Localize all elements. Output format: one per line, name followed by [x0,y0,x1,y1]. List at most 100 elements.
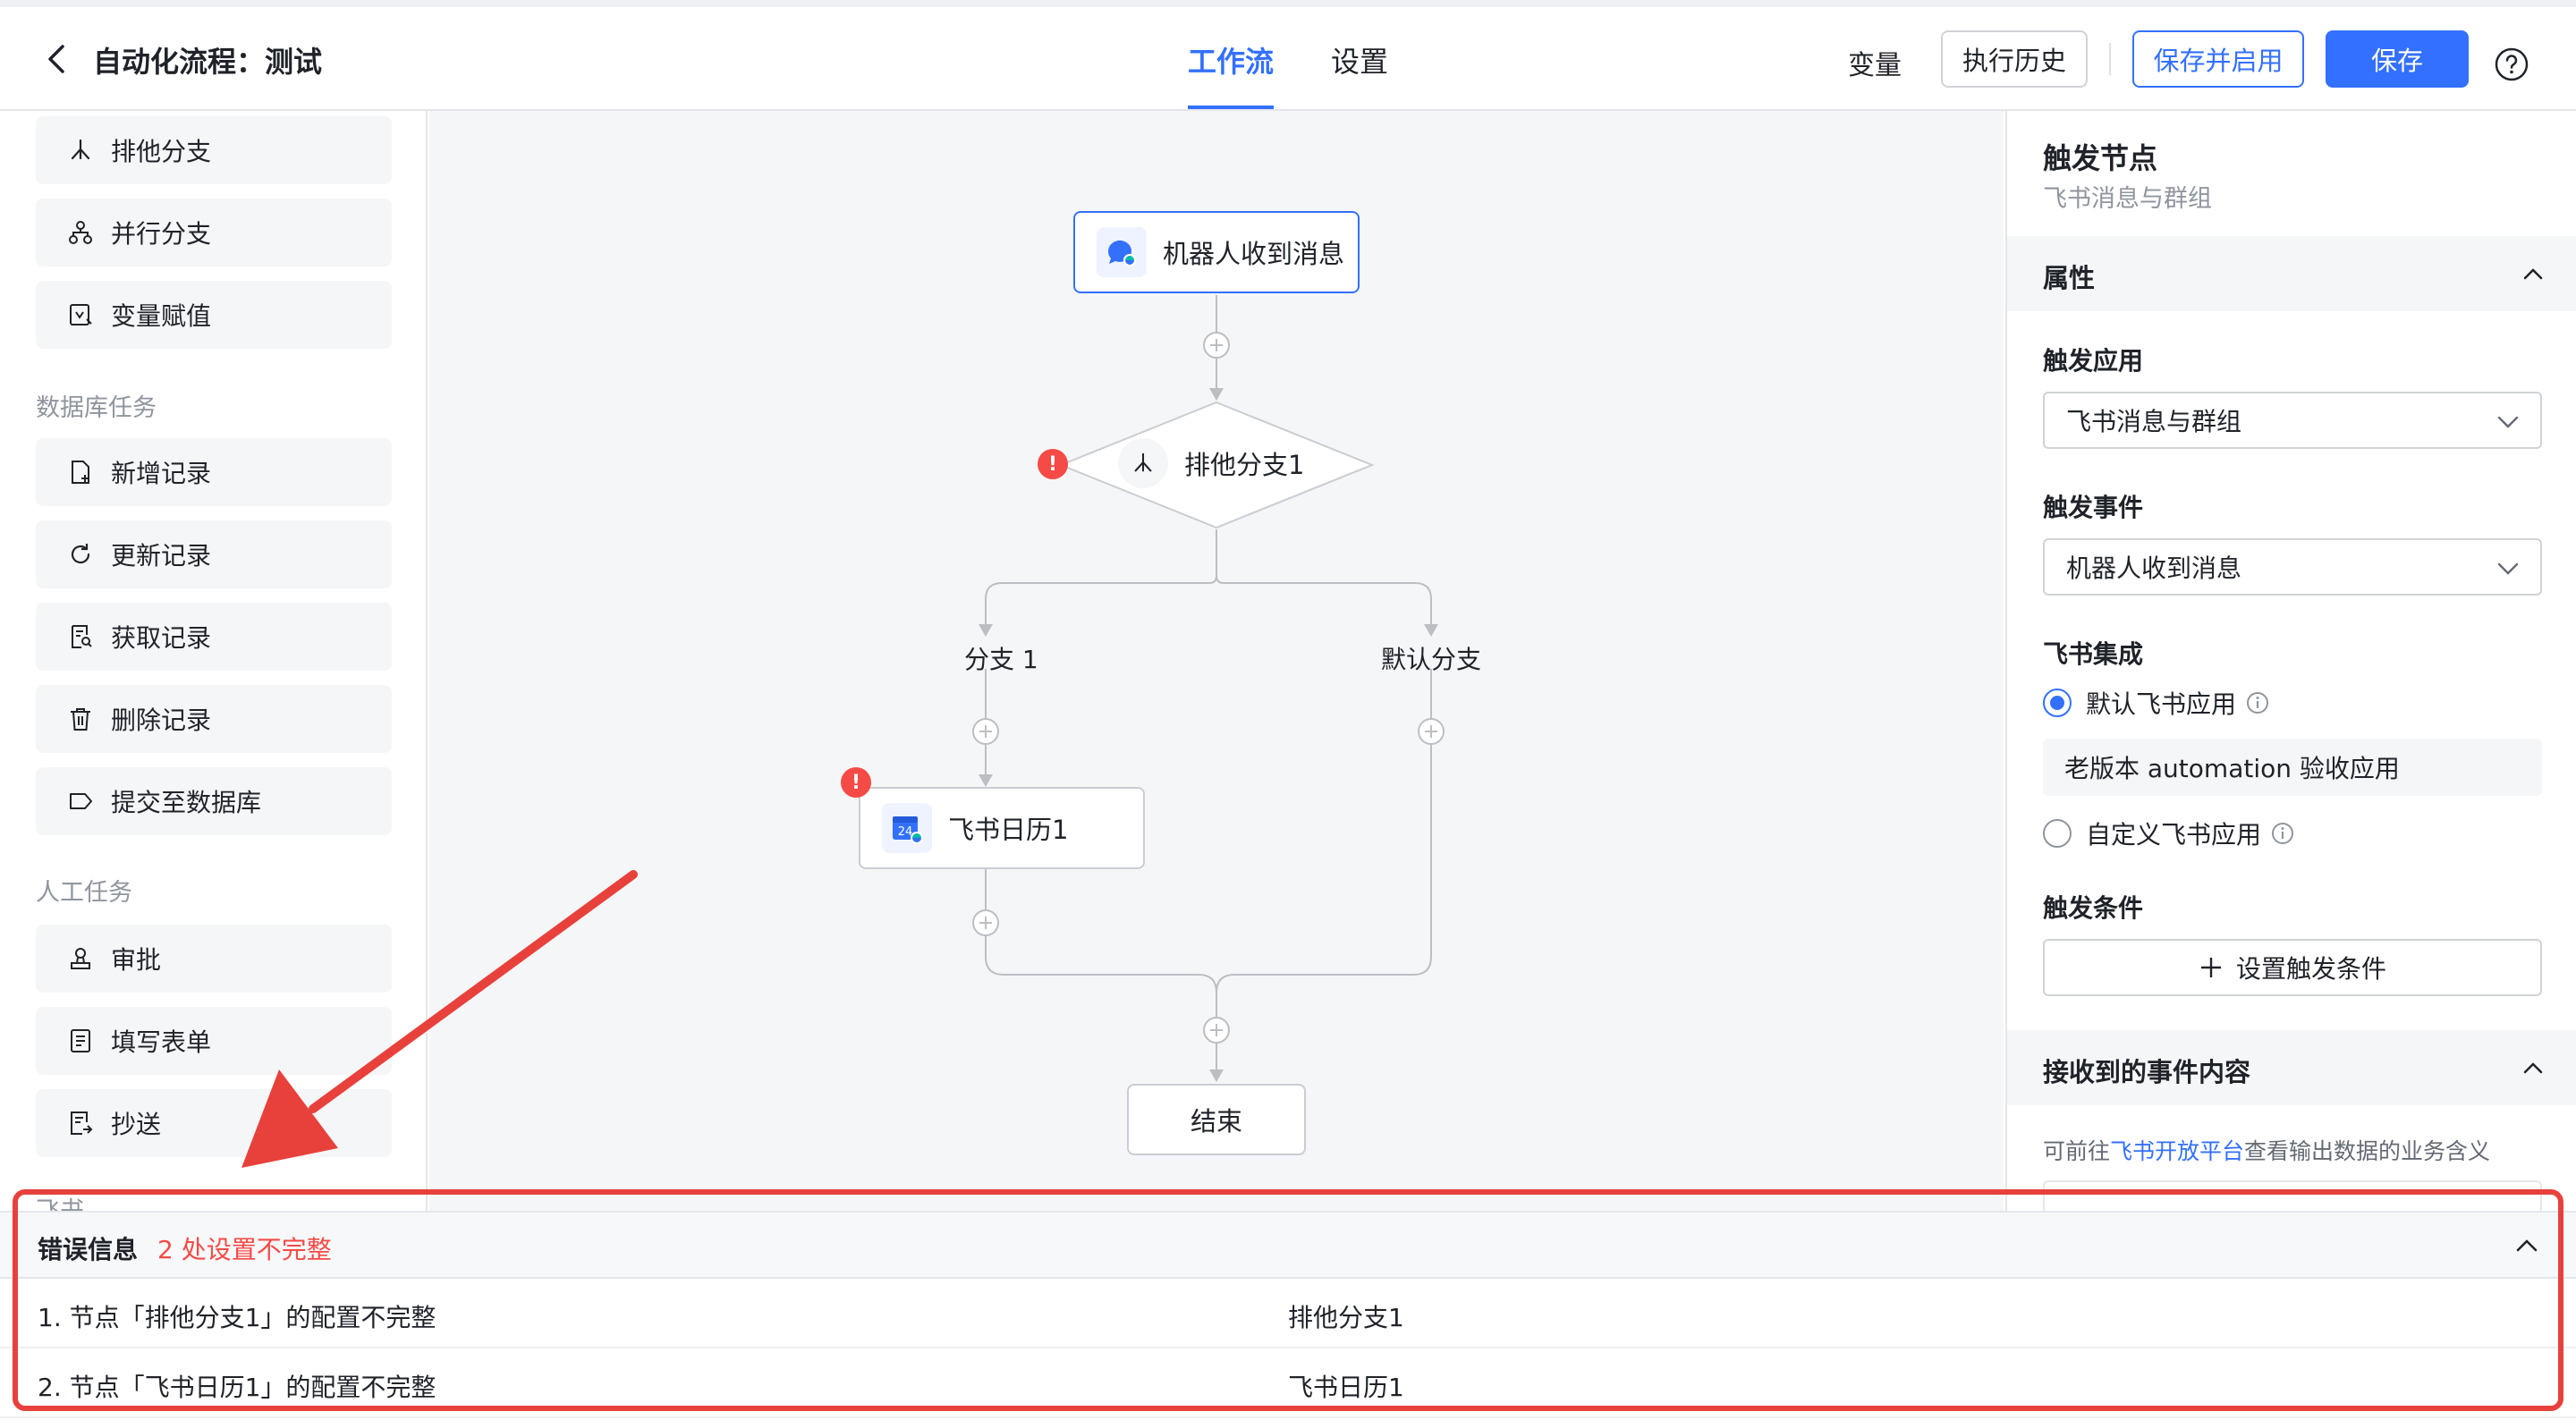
workflow-canvas[interactable]: 机器人收到消息 排他分支1 ! 分支 1 默认分支 24 飞书日历1 ! 结束 [429,111,2004,1211]
docs-note: 可前往飞书开放平台查看输出数据的业务含义 [2043,1134,2490,1166]
library-item-label: 抄送 [111,1110,162,1139]
chevron-up-icon[interactable] [2513,1232,2540,1259]
info-icon[interactable] [2270,821,2295,846]
end-node[interactable]: 结束 [1127,1084,1306,1155]
error-row[interactable]: 2. 节点「飞书日历1」的配置不完整 飞书日历1 [0,1348,2576,1418]
library-item-approval[interactable]: 审批 [36,925,392,993]
library-item-label: 审批 [111,945,162,975]
variables-button[interactable]: 变量 [1848,50,1902,81]
tab-settings[interactable]: 设置 [1331,45,1389,79]
refresh-icon [64,538,97,571]
section-human-tasks: 人工任务 [36,879,132,907]
library-item-get-record[interactable]: 获取记录 [36,603,392,671]
tab-workflow[interactable]: 工作流 [1188,45,1275,79]
cc-icon [64,1107,97,1139]
library-item-label: 变量赋值 [111,301,212,331]
library-item-parallel-branch[interactable]: 并行分支 [36,199,392,266]
save-button[interactable]: 保存 [2326,30,2469,88]
trigger-app-select[interactable]: 飞书消息与群组 [2043,392,2542,449]
section-feishu-cutoff: 飞书 [36,1191,84,1211]
calendar-node-label: 飞书日历1 [948,815,1069,845]
library-item-update-record[interactable]: 更新记录 [36,520,392,588]
library-item-label: 填写表单 [111,1027,212,1057]
library-item-fill-form[interactable]: 填写表单 [36,1007,392,1075]
library-item-add-record[interactable]: 新增记录 [36,438,392,506]
library-item-cc[interactable]: 抄送 [36,1089,392,1157]
top-edge [0,0,2576,7]
flow-connectors [972,295,1445,1082]
exclusive-branch-icon [1118,438,1168,488]
node-library-panel: 排他分支 并行分支 变量赋值 数据库任务 新增记录 更新记录 获取记录 [0,111,428,1211]
library-item-label: 删除记录 [111,706,212,735]
branch-node[interactable]: 排他分支1 [1118,438,1304,488]
branch-node-label: 排他分支1 [1184,450,1305,480]
condition-label: 触发条件 [2043,893,2144,923]
radio-custom-app[interactable]: 自定义飞书应用 [2043,816,2295,851]
section-title: 接收到的事件内容 [2043,1057,2251,1087]
search-record-icon [64,621,97,653]
radio-selected[interactable] [2043,689,2072,717]
help-icon[interactable] [2494,46,2529,82]
library-item-variable-assign[interactable]: 变量赋值 [36,281,392,349]
library-item-label: 并行分支 [111,219,212,249]
back-arrow-icon[interactable] [39,41,75,77]
library-item-commit-database[interactable]: 提交至数据库 [36,767,392,835]
error-title: 错误信息 [38,1235,139,1264]
error-node: 排他分支1 [1288,1303,1404,1332]
trigger-event-value: 机器人收到消息 [2066,554,2242,583]
calendar-error-badge: ! [841,767,871,798]
trigger-node[interactable]: 机器人收到消息 [1073,211,1360,293]
tag-icon [64,785,97,817]
set-condition-button[interactable]: 设置触发条件 [2043,939,2542,996]
active-tab-indicator [1188,106,1274,109]
error-row[interactable]: 1. 节点「排他分支1」的配置不完整 排他分支1 [0,1279,2576,1348]
open-platform-link[interactable]: 飞书开放平台 [2110,1138,2245,1164]
trigger-app-value: 飞书消息与群组 [2066,407,2242,436]
error-message: 2. 节点「飞书日历1」的配置不完整 [38,1373,436,1402]
info-icon[interactable] [2245,690,2270,715]
default-branch-label: 默认分支 [1381,645,1482,674]
error-panel-header[interactable]: 错误信息 2 处设置不完整 [0,1213,2576,1279]
library-item-exclusive-branch[interactable]: 排他分支 [36,116,392,184]
integration-label: 飞书集成 [2043,639,2144,669]
trigger-event-select[interactable]: 机器人收到消息 [2043,538,2542,596]
radio-custom-label: 自定义飞书应用 [2086,820,2262,849]
note-suffix: 查看输出数据的业务含义 [2244,1138,2491,1164]
execution-history-button[interactable]: 执行历史 [1941,30,2088,88]
page-title: 自动化流程：测试 [93,45,323,79]
library-item-label: 新增记录 [111,459,212,488]
panel-subtitle: 飞书消息与群组 [2043,185,2212,213]
error-count: 2 处设置不完整 [157,1235,332,1264]
branch-1-label: 分支 1 [964,645,1038,674]
event-content-box [2043,1180,2542,1211]
plus-icon [2200,958,2221,977]
variable-assign-icon [64,299,97,331]
error-panel: 错误信息 2 处设置不完整 1. 节点「排他分支1」的配置不完整 排他分支1 2… [0,1211,2576,1420]
radio-default-app[interactable]: 默认飞书应用 [2043,685,2270,721]
section-title: 属性 [2043,263,2096,293]
parallel-branch-icon [64,216,97,249]
chevron-up-icon[interactable] [2521,261,2546,286]
trigger-node-label: 机器人收到消息 [1163,239,1345,269]
trigger-app-label: 触发应用 [2043,346,2144,376]
header-divider [2109,43,2111,75]
section-header-event-content[interactable]: 接收到的事件内容 [2007,1030,2576,1105]
exclusive-branch-icon [64,134,97,166]
library-item-label: 获取记录 [111,623,212,653]
set-condition-label: 设置触发条件 [2235,954,2386,984]
library-item-label: 更新记录 [111,541,212,571]
chat-bot-icon [1097,227,1147,277]
library-item-label: 排他分支 [111,137,212,166]
chevron-up-icon[interactable] [2521,1055,2546,1080]
svg-text:24: 24 [898,825,913,839]
chevron-down-icon [2497,416,2519,428]
panel-title: 触发节点 [2043,141,2158,175]
library-item-delete-record[interactable]: 删除记录 [36,685,392,753]
section-header-properties[interactable]: 属性 [2007,236,2576,311]
save-and-enable-button[interactable]: 保存并启用 [2132,30,2304,88]
default-app-name: 老版本 automation 验收应用 [2043,739,2542,796]
calendar-node[interactable]: 24 飞书日历1 [859,787,1145,869]
approver-icon [64,942,97,975]
calendar-icon: 24 [882,803,932,853]
radio-unselected[interactable] [2043,819,2072,848]
